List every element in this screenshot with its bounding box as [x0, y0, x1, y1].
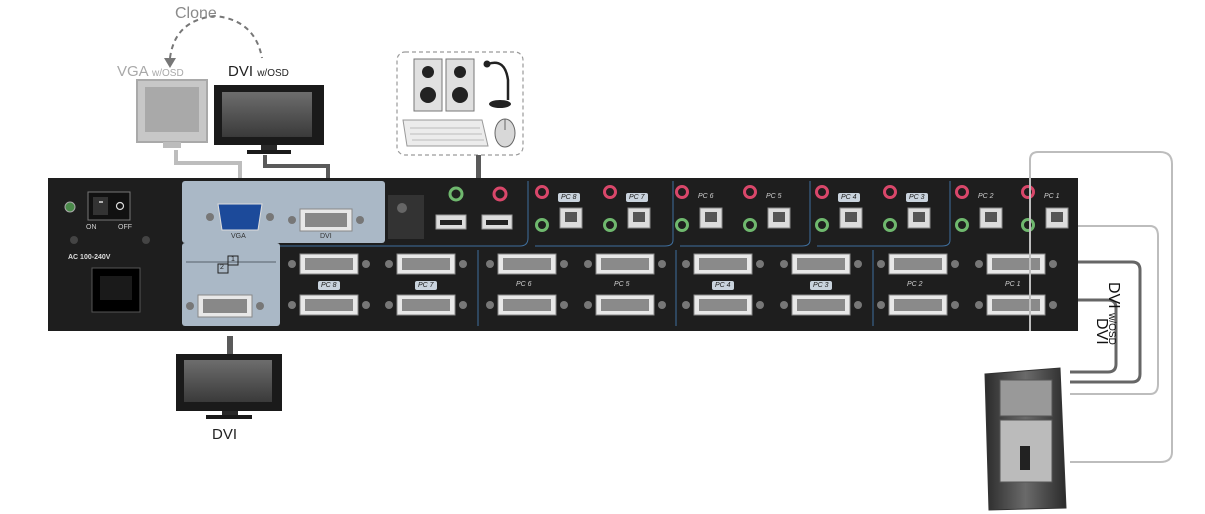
- pc-dvi-port: [975, 294, 1057, 316]
- dvi-wosd-name: DVI: [1105, 282, 1122, 309]
- power-label: AC 100-240V: [68, 254, 111, 261]
- pc-audio-usb-block: [675, 185, 723, 232]
- bottom-dvi-label: DVI: [212, 426, 238, 443]
- pc-audio-label: PC 2: [978, 193, 994, 200]
- dvi-monitor-suffix: w/OSD: [257, 68, 289, 79]
- dvi-monitor-label: DVI w/OSD: [228, 63, 289, 80]
- peripherals-cable: [476, 155, 481, 179]
- display-switch-icon: [217, 255, 239, 274]
- display-icon-1: 1: [231, 256, 235, 263]
- dvi-secondary-console-port: [186, 294, 264, 318]
- pc-group-dividers: [477, 181, 951, 326]
- vga-cable: [174, 150, 242, 178]
- pc-dvi-label: PC 2: [907, 281, 923, 288]
- dvi-monitor-name: DVI: [228, 63, 254, 80]
- pc-dvi-label: PC 6: [516, 281, 532, 288]
- display-icon-2: 2: [220, 264, 224, 271]
- usb-divider: [280, 181, 529, 247]
- pc-dvi-port: [584, 253, 666, 275]
- pc-dvi-port: [288, 253, 370, 275]
- pc-dvi-label: PC 3: [810, 281, 832, 290]
- pc-dvi-label: PC 7: [415, 281, 437, 290]
- vga-port-label: VGA: [231, 233, 246, 240]
- pc-dvi-port: [877, 253, 959, 275]
- pc-dvi-label: PC 4: [712, 281, 734, 290]
- pc-audio-label: PC 7: [626, 193, 648, 202]
- pc-audio-label: PC 6: [698, 193, 714, 200]
- pc-audio-label: PC 3: [906, 193, 928, 202]
- dvi-console-port: [288, 208, 364, 232]
- vga-monitor-suffix: w/OSD: [152, 68, 184, 79]
- pc-audio-usb-ports: [535, 185, 1069, 232]
- pc-audio-label: PC 5: [766, 193, 782, 200]
- right-cables: [1029, 151, 1173, 463]
- keyboard-icon: [402, 119, 489, 147]
- pc-audio-usb-block: [815, 185, 863, 232]
- dvi-port-label: DVI: [320, 233, 332, 240]
- pc-dvi-port: [486, 294, 568, 316]
- switch-on-label: ON: [86, 224, 97, 231]
- pc-dvi-port: [288, 294, 370, 316]
- power-section: [64, 191, 150, 313]
- pc-audio-usb-block: [535, 185, 583, 232]
- switch-off-label: OFF: [118, 224, 132, 231]
- pc-dvi-ports: [288, 253, 1057, 316]
- pc-dvi-label: PC 1: [1005, 281, 1021, 288]
- pc-audio-usb-block: [603, 185, 651, 232]
- pc-audio-label: PC 1: [1044, 193, 1060, 200]
- pc-audio-usb-block: [883, 185, 931, 232]
- speaker-icon: [413, 58, 475, 112]
- clone-arrow: [164, 14, 263, 68]
- computer-tower-icon: [984, 367, 1067, 511]
- pc-dvi-port: [780, 294, 862, 316]
- pc-dvi-port: [877, 294, 959, 316]
- peripherals-box: [396, 51, 524, 156]
- pc-dvi-label: PC 8: [318, 281, 340, 290]
- vga-monitor-name: VGA: [117, 63, 148, 80]
- vga-monitor: [136, 79, 208, 148]
- dvi-cable-label: DVI: [1093, 318, 1110, 345]
- clone-label: Clone: [175, 5, 217, 22]
- console-usb-audio: [388, 186, 513, 239]
- dvi-top-monitor: [214, 85, 324, 154]
- dvi-bottom-monitor: [176, 336, 282, 419]
- pc-dvi-port: [975, 253, 1057, 275]
- vga-port: [206, 203, 274, 231]
- dvi-top-cable: [263, 155, 330, 178]
- pc-audio-usb-block: [955, 185, 1003, 232]
- pc-audio-label: PC 4: [838, 193, 860, 202]
- pc-dvi-port: [682, 253, 764, 275]
- pc-dvi-port: [385, 253, 467, 275]
- pc-dvi-port: [486, 253, 568, 275]
- pc-dvi-port: [780, 253, 862, 275]
- pc-audio-label: PC 8: [558, 193, 580, 202]
- microphone-icon: [483, 60, 511, 108]
- console-area: [182, 181, 385, 243]
- pc-audio-usb-block: [1021, 185, 1069, 232]
- pc-dvi-label: PC 5: [614, 281, 630, 288]
- pc-audio-usb-block: [743, 185, 791, 232]
- mouse-icon: [494, 118, 516, 148]
- pc-dvi-port: [584, 294, 666, 316]
- vga-monitor-label: VGA w/OSD: [117, 63, 184, 80]
- pc-dvi-port: [682, 294, 764, 316]
- pc-dvi-port: [385, 294, 467, 316]
